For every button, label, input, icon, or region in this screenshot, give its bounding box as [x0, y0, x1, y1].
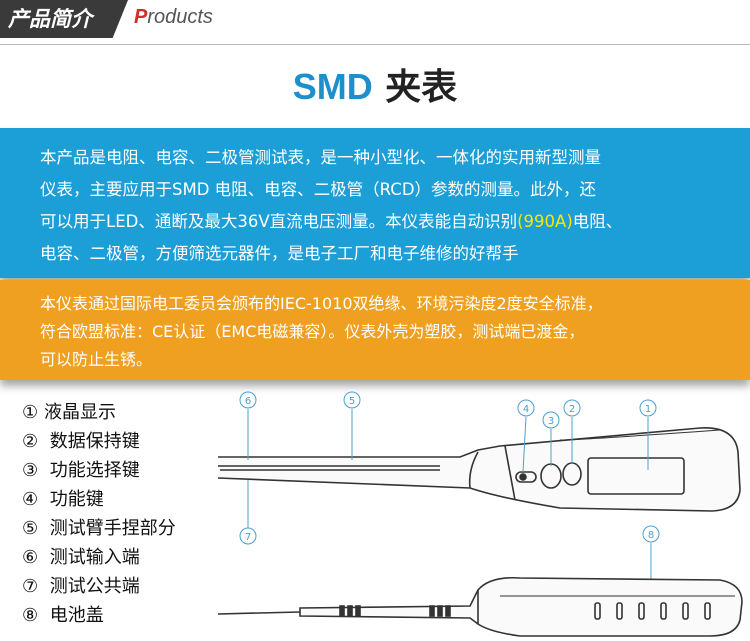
legend-label: 数据保持键	[44, 431, 140, 452]
section-title-en-rest: roducts	[147, 6, 213, 28]
description-segment: 可以用于LED、通断及最大36V直流电压测量。本仪表能自动识别	[40, 212, 518, 231]
callout-label-4: 4	[523, 404, 529, 415]
header-divider	[0, 44, 750, 45]
description-line: 可以用于LED、通断及最大36V直流电压测量。本仪表能自动识别(990A)电阻、	[40, 206, 730, 238]
model-highlight: (990A)	[517, 212, 573, 231]
product-title-cn: 夹表	[372, 67, 458, 108]
legend-label: 电池盖	[44, 605, 104, 626]
callout-labels: 6 5 7 4 3 2 1 8	[245, 396, 654, 543]
safety-text: 本仪表通过国际电工委员会颁布的IEC-1010双绝缘、环境污染度2度安全标准， …	[40, 290, 730, 374]
legend-item: ⑦ 测试公共端	[22, 572, 176, 601]
legend-number: ⑤	[22, 518, 39, 539]
safety-panel	[0, 280, 750, 380]
legend-item: ⑤ 测试臂手捏部分	[22, 514, 176, 543]
safety-line: 符合欧盟标准：CE认证（EMC电磁兼容）。仪表外壳为塑胶，测试端已渡金，	[40, 322, 585, 341]
legend-label: 测试公共端	[44, 576, 140, 597]
description-panel	[0, 128, 750, 278]
legend-number: ⑥	[22, 547, 39, 568]
legend-label: 功能选择键	[44, 460, 140, 481]
description-line: 仪表，主要应用于SMD 电阻、电容、二极管（RCD）参数的测量。此外，还	[40, 180, 597, 199]
legend-label: 液晶显示	[44, 402, 116, 423]
legend-label: 测试臂手捏部分	[44, 518, 176, 539]
legend-number: ④	[22, 489, 39, 510]
legend-item: ④ 功能键	[22, 485, 176, 514]
callout-label-2: 2	[569, 404, 575, 415]
description-line: 本产品是电阻、电容、二极管测试表，是一种小型化、一体化的实用新型测量	[40, 148, 601, 167]
legend-item: ② 数据保持键	[22, 427, 176, 456]
description-line: 电容、二极管，方便筛选元器件，是电子工厂和电子维修的好帮手	[40, 244, 519, 263]
legend-label: 测试输入端	[44, 547, 140, 568]
device-illustration: 6 5 7 4 3 2 1 8	[217, 391, 743, 637]
callout-label-3: 3	[548, 416, 554, 427]
section-title-en-initial: P	[134, 6, 148, 28]
device-top-view	[217, 427, 741, 512]
callout-label-7: 7	[245, 532, 251, 543]
section-tab: 产品简介	[0, 0, 128, 38]
safety-line: 本仪表通过国际电工委员会颁布的IEC-1010双绝缘、环境污染度2度安全标准，	[40, 294, 603, 313]
legend-label: 功能键	[44, 489, 104, 510]
legend-number: ①	[22, 402, 39, 423]
legend-item: ③ 功能选择键	[22, 456, 176, 485]
product-title: SMD 夹表	[0, 58, 750, 110]
legend-item: ⑥ 测试输入端	[22, 543, 176, 572]
product-title-en: SMD	[292, 66, 373, 107]
device-side-view	[217, 576, 743, 637]
description-segment: 电阻、	[572, 212, 623, 231]
description-text: 本产品是电阻、电容、二极管测试表，是一种小型化、一体化的实用新型测量 仪表，主要…	[40, 142, 730, 270]
legend-number: ⑧	[22, 605, 39, 626]
section-title-en: Products	[134, 6, 213, 29]
legend-number: ②	[22, 431, 39, 452]
callout-label-6: 6	[245, 396, 251, 407]
callout-label-8: 8	[648, 530, 654, 541]
callout-label-1: 1	[645, 404, 651, 415]
safety-line: 可以防止生锈。	[40, 350, 153, 369]
legend-number: ⑦	[22, 576, 39, 597]
legend-item: ⑧ 电池盖	[22, 601, 176, 630]
legend-number: ③	[22, 460, 39, 481]
callout-label-5: 5	[349, 396, 355, 407]
